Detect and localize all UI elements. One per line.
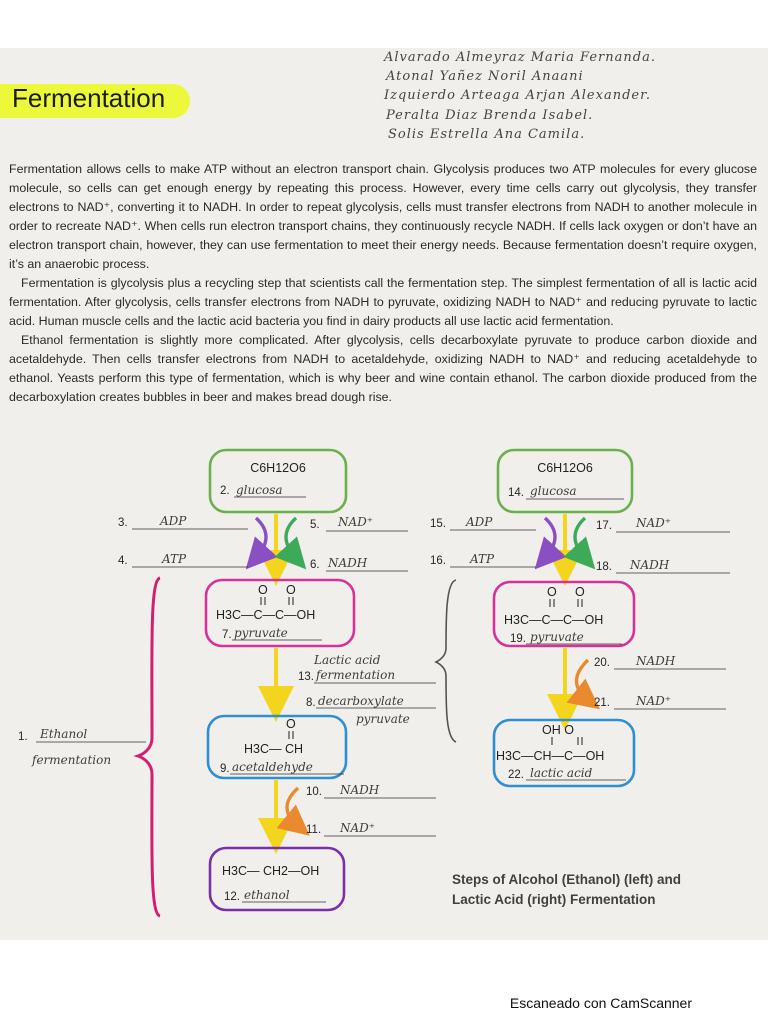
answer-8b: pyruvate (356, 712, 410, 726)
nad-nadh-arrow (563, 516, 596, 570)
glucose-box (496, 448, 634, 514)
answer-15: ADP (465, 515, 493, 529)
blank-number: 14. (508, 487, 524, 499)
title-highlight (0, 84, 190, 118)
lactic-acid-formula: H3C—CH—C—OH (496, 749, 604, 763)
acetaldehyde-box (206, 714, 348, 780)
answer-7: pyruvate (234, 626, 288, 640)
answer-6: NADH (327, 556, 368, 570)
answer-8a: decarboxylate (318, 694, 404, 708)
blank-number: 3. (118, 517, 128, 529)
carbonyl-oxygen: O (575, 585, 585, 599)
blank-number: 17. (596, 520, 612, 532)
lactic-acid-top: OH O (542, 723, 574, 737)
answer-3: ADP (159, 514, 187, 528)
answer-9: acetaldehyde (232, 760, 313, 774)
glucose-formula: C6H12O6 (250, 461, 306, 475)
answer-21: NAD⁺ (635, 694, 671, 708)
worksheet-page: Fermentation Alvarado Almeyraz Maria Fer… (0, 48, 768, 940)
left-brace (133, 576, 161, 918)
blank-number: 4. (118, 555, 128, 567)
student-name: Alvarado Almeyraz Maria Fernanda. (384, 50, 656, 65)
answer-5: NAD⁺ (337, 515, 373, 529)
answer-22: lactic acid (530, 766, 593, 780)
student-names: Alvarado Almeyraz Maria Fernanda. Atonal… (380, 48, 760, 158)
acetaldehyde-formula: H3C— CH (244, 742, 303, 756)
left-pathway: C6H12O6 2. glucosa 3. ADP 5. NAD⁺ 4. ATP… (18, 448, 436, 918)
answer-13a: Lactic acid (313, 653, 381, 667)
title-block: Fermentation (0, 80, 200, 122)
ethanol-box (208, 846, 346, 912)
answer-1b: fermentation (31, 753, 111, 767)
caption-line: Steps of Alcohol (Ethanol) (left) and (452, 872, 681, 887)
paragraph: Ethanol fermentation is slightly more co… (9, 333, 757, 404)
blank-number: 8. (306, 697, 316, 709)
adp-atp-arrow (534, 516, 567, 570)
pyruvate-box (492, 580, 636, 648)
glucose-box (208, 448, 348, 514)
blank-number: 18. (596, 561, 612, 573)
answer-13b: fermentation (315, 668, 395, 682)
adp-atp-arrow (245, 516, 278, 570)
blank-number: 21. (594, 697, 610, 709)
blank-number: 12. (224, 891, 240, 903)
nad-nadh-arrow (274, 516, 307, 570)
student-name: Solis Estrella Ana Camila. (388, 127, 586, 142)
blank-number: 6. (310, 559, 320, 571)
blank-number: 19. (510, 633, 526, 645)
fermentation-diagram: C6H12O6 2. glucosa 3. ADP 5. NAD⁺ 4. ATP… (18, 448, 730, 918)
answer-18: NADH (629, 558, 670, 572)
answer-4: ATP (161, 552, 187, 566)
answer-1a: Ethanol (39, 727, 87, 741)
blank-number: 11. (306, 824, 321, 836)
carbonyl-oxygen: O (547, 585, 557, 599)
nadh-nad-arrow (276, 786, 310, 836)
pyruvate-box (204, 578, 356, 648)
answer-20: NADH (635, 654, 676, 668)
right-brace (434, 579, 457, 743)
blank-number: 5. (310, 519, 320, 531)
carbonyl-oxygen: O (286, 717, 296, 731)
blank-number: 16. (430, 555, 446, 567)
paragraph: Fermentation is glycolysis plus a recycl… (9, 276, 757, 328)
scanner-watermark: Escaneado con CamScanner (509, 995, 692, 1011)
blank-number: 1. (18, 731, 28, 743)
lactic-acid-box (492, 718, 636, 788)
blank-number: 13. (298, 671, 314, 683)
answer-10: NADH (339, 783, 380, 797)
blank-number: 20. (594, 657, 610, 669)
answer-17: NAD⁺ (635, 516, 671, 530)
page-title: Fermentation (12, 83, 166, 113)
paragraph: Fermentation allows cells to make ATP wi… (9, 162, 757, 271)
answer-16: ATP (469, 552, 495, 566)
blank-number: 10. (306, 786, 322, 798)
blank-number: 7. (222, 629, 232, 641)
carbonyl-oxygen: O (258, 583, 268, 597)
right-pathway: C6H12O6 14. glucosa 15. ADP 17. NAD⁺ 16.… (430, 448, 730, 788)
answer-2: glucosa (236, 483, 283, 497)
answer-12: ethanol (244, 888, 290, 902)
blank-number: 9. (220, 763, 230, 775)
caption-line: Lactic Acid (right) Fermentation (452, 892, 656, 907)
answer-14: glucosa (530, 484, 577, 498)
pyruvate-formula: H3C—C—C—OH (504, 613, 603, 627)
student-name: Izquierdo Arteaga Arjan Alexander. (384, 88, 652, 103)
student-name: Atonal Yañez Noril Anaani (386, 69, 584, 84)
answer-19: pyruvate (530, 630, 584, 644)
diagram-caption: Steps of Alcohol (Ethanol) (left) and La… (452, 870, 681, 910)
blank-number: 15. (430, 518, 446, 530)
blank-number: 22. (508, 769, 524, 781)
answer-11: NAD⁺ (339, 821, 375, 835)
pyruvate-formula: H3C—C—C—OH (216, 608, 315, 622)
carbonyl-oxygen: O (286, 583, 296, 597)
body-text: Fermentation allows cells to make ATP wi… (9, 160, 757, 407)
glucose-formula: C6H12O6 (537, 461, 593, 475)
ethanol-formula: H3C— CH2—OH (222, 864, 319, 878)
nadh-nad-arrow (566, 658, 601, 710)
student-name: Peralta Diaz Brenda Isabel. (386, 108, 594, 123)
blank-number: 2. (220, 485, 230, 497)
